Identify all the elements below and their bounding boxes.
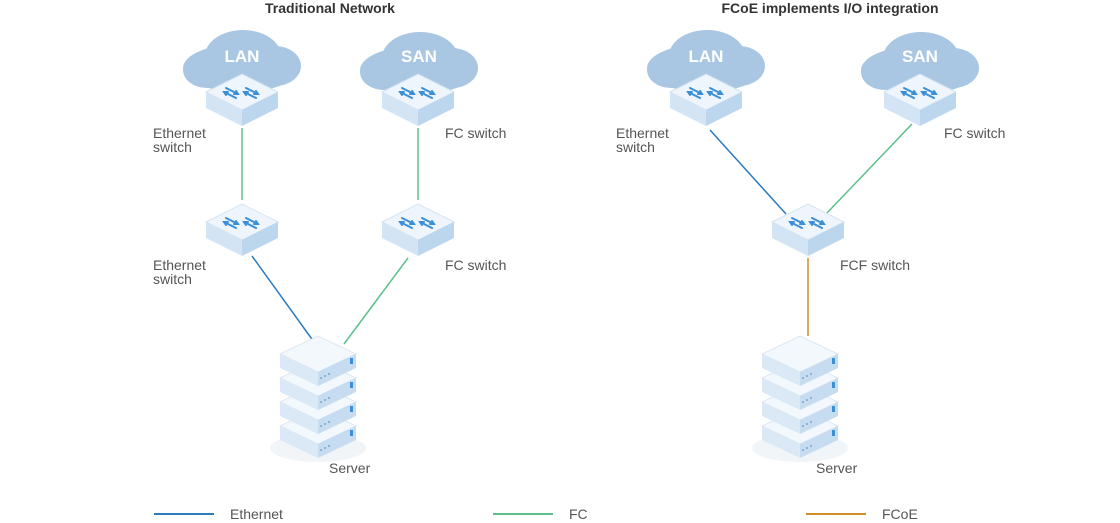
lan-label-left: LAN	[224, 47, 260, 66]
legend-fc-label: FC	[569, 506, 588, 522]
legend-fcoe-line	[806, 513, 866, 515]
fc-switch-label-mid-left: FC switch	[445, 257, 507, 273]
fcoe-title: FCoE implements I/O integration	[721, 0, 939, 16]
legend-fc-line	[493, 513, 553, 515]
fcf-switch-label: FCF switch	[840, 257, 910, 273]
ethernet-switch-mid-left	[205, 203, 279, 257]
fc-switch-label-top-right: FC switch	[944, 125, 1006, 141]
traditional-network-title: Traditional Network	[265, 0, 395, 16]
server-right	[752, 336, 848, 462]
ethernet-link-switch-to-server	[251, 255, 315, 343]
fc-link-san-to-fcf	[825, 123, 913, 215]
legend-ethernet-line	[154, 513, 214, 515]
lan-label-right: LAN	[688, 47, 724, 66]
san-label-right: SAN	[902, 47, 938, 66]
fc-switch-mid-left	[381, 203, 455, 257]
fc-link-switch-to-server	[343, 257, 409, 345]
legend-ethernet-label: Ethernet	[230, 506, 283, 522]
fcf-switch	[771, 203, 845, 257]
legend-fcoe-label: FCoE	[882, 506, 918, 522]
server-left	[270, 336, 366, 462]
server-label-right: Server	[816, 460, 858, 476]
san-label-left: SAN	[401, 47, 437, 66]
server-label-left: Server	[329, 460, 371, 476]
fc-switch-label-top-left: FC switch	[445, 125, 507, 141]
ethernet-link-lan-to-fcf	[709, 129, 787, 215]
